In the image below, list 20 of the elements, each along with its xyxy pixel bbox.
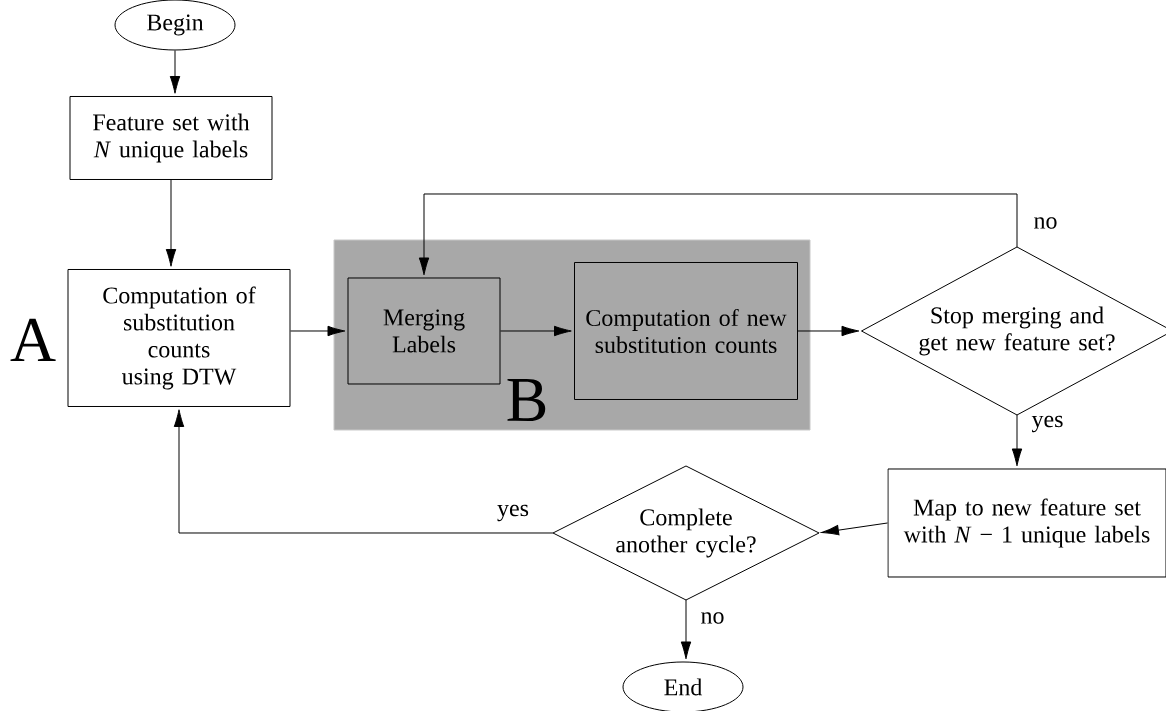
arrow <box>821 522 888 536</box>
arrow <box>165 179 177 267</box>
arrow <box>1011 414 1023 467</box>
process-box: Map to new feature set with N − 1 unique labels <box>887 468 1166 578</box>
arrow <box>797 325 860 337</box>
panel-letter: A <box>10 318 56 362</box>
process-box: Feature set with N unique labels <box>69 96 273 180</box>
process-box: Computation of new substitution counts <box>574 262 798 400</box>
arrow <box>680 599 692 660</box>
arrow <box>290 325 346 337</box>
process-box: Computation of substitution counts using DTW <box>67 269 291 407</box>
arrow <box>500 325 572 337</box>
edge-label: no <box>1031 215 1060 231</box>
edge-label: yes <box>1029 413 1066 435</box>
process-box: Merging Labels <box>347 277 501 385</box>
arrow <box>169 50 181 94</box>
arrow <box>418 193 1018 276</box>
edge-label: yes <box>495 502 531 524</box>
arrow <box>173 409 554 534</box>
edge-label: no <box>698 610 727 626</box>
